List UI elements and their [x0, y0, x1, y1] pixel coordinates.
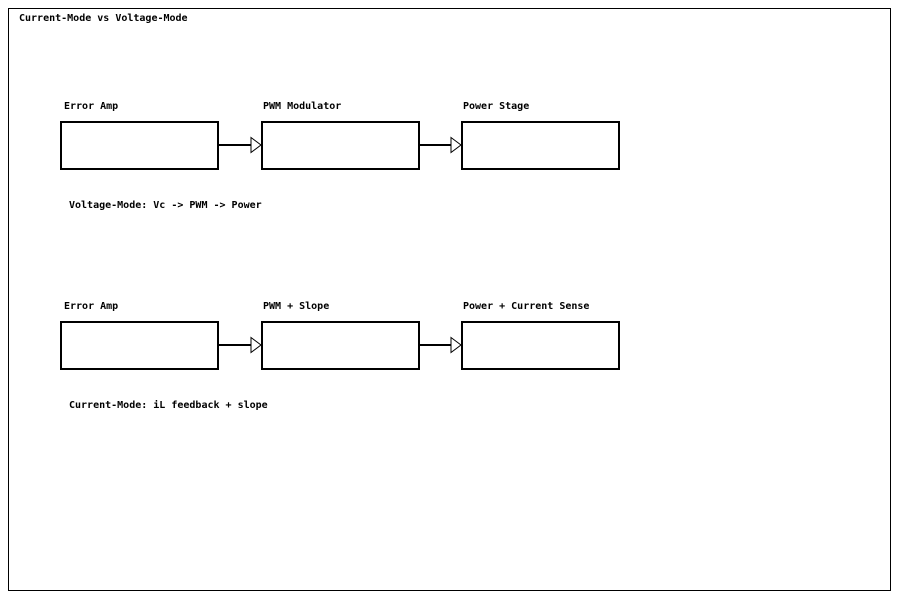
page-title: Current-Mode vs Voltage-Mode [19, 13, 188, 24]
block-label-pwm-modulator: PWM Modulator [263, 101, 342, 112]
block-pwm-slope [261, 321, 420, 370]
block-label-error-amp-current: Error Amp [64, 301, 119, 312]
block-pwm-modulator [261, 121, 420, 170]
outer-border [8, 8, 891, 591]
block-power-stage [461, 121, 620, 170]
block-label-error-amp-voltage: Error Amp [64, 101, 119, 112]
block-label-power-current-sense: Power + Current Sense [463, 301, 590, 312]
voltage-mode-caption: Voltage-Mode: Vc -> PWM -> Power [69, 200, 262, 211]
block-label-power-stage: Power Stage [463, 101, 530, 112]
block-power-current-sense [461, 321, 620, 370]
flow-arrow-icon [219, 136, 261, 154]
block-error-amp-current [60, 321, 219, 370]
flow-arrow-icon [420, 136, 461, 154]
block-error-amp-voltage [60, 121, 219, 170]
flow-arrow-icon [420, 336, 461, 354]
flow-arrow-icon [219, 336, 261, 354]
current-mode-caption: Current-Mode: iL feedback + slope [69, 400, 268, 411]
block-label-pwm-slope: PWM + Slope [263, 301, 330, 312]
